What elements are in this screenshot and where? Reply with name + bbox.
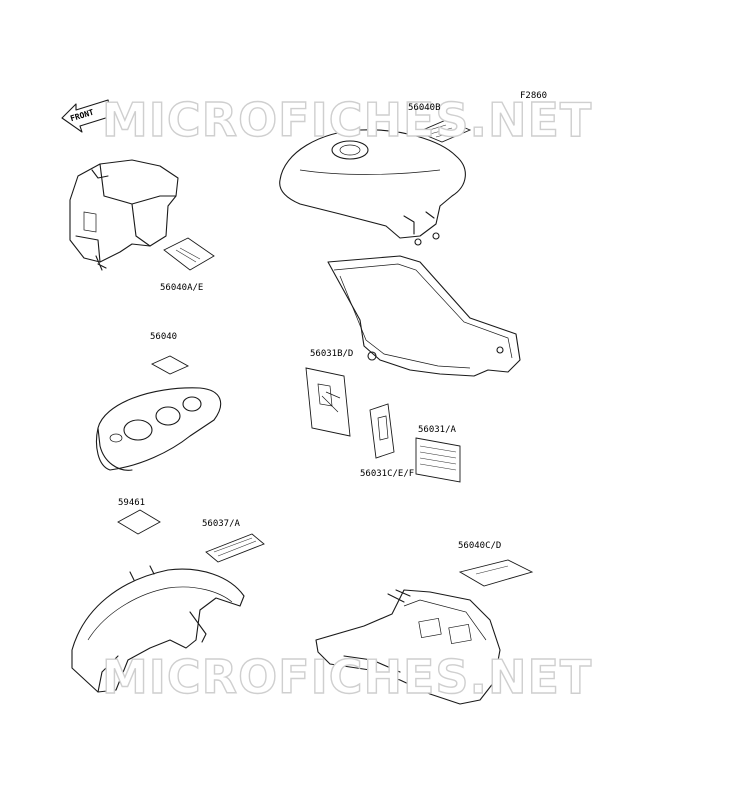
decal-56040cd bbox=[458, 559, 534, 587]
decal-56037a bbox=[205, 533, 265, 563]
callout-56031bd: 56031B/D bbox=[310, 349, 354, 359]
figure-code: F2860 bbox=[520, 91, 548, 101]
front-arrow-icon bbox=[61, 99, 113, 133]
fuel-tank-part bbox=[279, 129, 466, 246]
callout-56031cef: 56031C/E/F bbox=[360, 469, 415, 479]
callout-56031a: 56031/A bbox=[418, 425, 456, 435]
decal-56040b bbox=[416, 119, 472, 143]
decal-59461 bbox=[117, 509, 161, 535]
callout-59461: 59461 bbox=[118, 498, 146, 508]
label-56031cef bbox=[369, 403, 395, 459]
decal-56031a bbox=[415, 437, 461, 483]
decal-56040 bbox=[150, 355, 190, 375]
lower-cowl-part bbox=[71, 565, 245, 693]
watermark-bottom: MICROFICHES.NET bbox=[101, 650, 593, 704]
callout-56040b: 56040B bbox=[408, 103, 441, 113]
callout-56040: 56040 bbox=[150, 332, 178, 342]
upper-cowl-part bbox=[69, 159, 179, 271]
inner-panel-part bbox=[327, 255, 521, 377]
watermark-top: MICROFICHES.NET bbox=[101, 93, 593, 147]
callout-56037a: 56037/A bbox=[202, 519, 240, 529]
callout-56040cd: 56040C/D bbox=[458, 541, 502, 551]
label-56031bd bbox=[305, 367, 351, 437]
decal-56040ae bbox=[163, 237, 215, 271]
rear-cowl-part bbox=[315, 589, 501, 705]
meter-panel-part bbox=[95, 387, 222, 471]
callout-56040ae: 56040A/E bbox=[160, 283, 204, 293]
